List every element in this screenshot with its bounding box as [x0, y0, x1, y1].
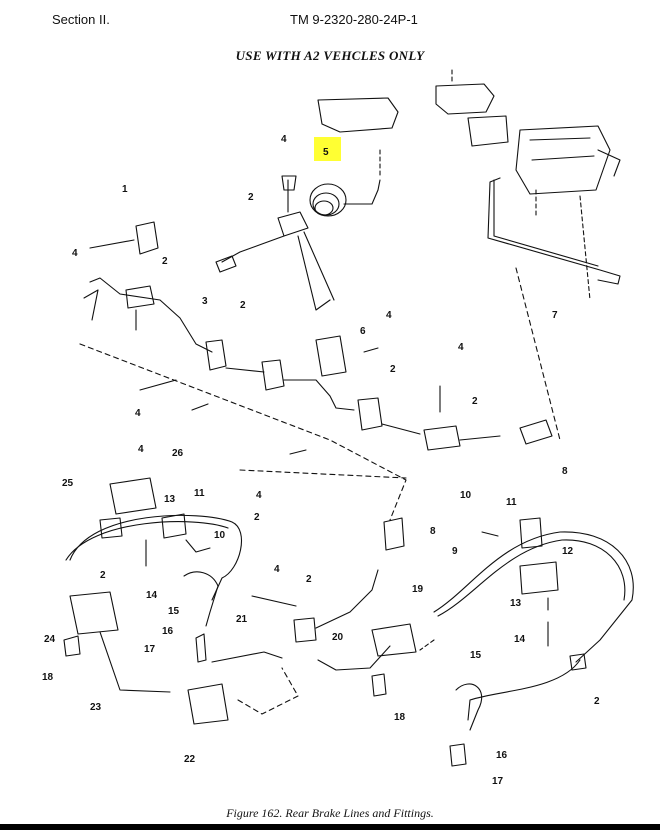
highlight-marker-item-5 — [314, 137, 341, 161]
callout-4: 4 — [386, 310, 392, 321]
callout-22: 22 — [184, 754, 196, 765]
callout-2: 2 — [594, 696, 600, 707]
callout-18: 18 — [42, 672, 54, 683]
callout-4: 4 — [138, 444, 144, 455]
bracket-sketch — [467, 115, 509, 147]
junction-block-sketch — [435, 83, 495, 115]
bracket-26 — [109, 477, 157, 515]
callout-26: 26 — [172, 448, 184, 459]
callout-15: 15 — [168, 606, 180, 617]
callout-2: 2 — [472, 396, 478, 407]
callout-4: 4 — [458, 342, 464, 353]
callout-8: 8 — [562, 466, 568, 477]
callout-15: 15 — [470, 650, 482, 661]
callout-12: 12 — [562, 546, 574, 557]
callout-10: 10 — [460, 490, 472, 501]
callout-4: 4 — [281, 134, 287, 145]
callout-2: 2 — [390, 364, 396, 375]
callout-20: 20 — [332, 632, 344, 643]
hose-fitting-8-upper — [519, 419, 553, 445]
usage-note: USE WITH A2 VEHCLES ONLY — [235, 48, 425, 63]
callout-5: 5 — [323, 147, 329, 158]
callout-6: 6 — [360, 326, 366, 337]
callout-2: 2 — [100, 570, 106, 581]
hose-fitting-8-lower — [383, 517, 405, 551]
callout-18: 18 — [394, 712, 406, 723]
bracket-12 — [519, 561, 559, 595]
callout-4: 4 — [256, 490, 262, 501]
callout-2: 2 — [306, 574, 312, 585]
callout-2: 2 — [240, 300, 246, 311]
brake-line-7 — [487, 177, 621, 285]
callout-4: 4 — [135, 408, 141, 419]
callout-13: 13 — [164, 494, 176, 505]
bracket-24 — [69, 591, 119, 635]
callout-17: 17 — [492, 776, 504, 787]
callout-4: 4 — [72, 248, 78, 259]
master-cylinder-sketch — [515, 125, 611, 195]
junction-22 — [187, 683, 229, 725]
callout-21: 21 — [236, 614, 248, 625]
bracket-19 — [371, 623, 417, 657]
callout-24: 24 — [44, 634, 56, 645]
callout-1: 1 — [122, 184, 128, 195]
callout-19: 19 — [412, 584, 424, 595]
callout-11: 11 — [194, 488, 205, 499]
callout-14: 14 — [514, 634, 526, 645]
brake-hose-coil-5 — [309, 183, 347, 217]
proportioning-valve-sketch — [317, 97, 399, 133]
callout-13: 13 — [510, 598, 522, 609]
callout-2: 2 — [248, 192, 254, 203]
callout-11: 11 — [506, 497, 517, 508]
callout-10: 10 — [214, 530, 226, 541]
callout-16: 16 — [162, 626, 174, 637]
callout-16: 16 — [496, 750, 508, 761]
callout-8: 8 — [430, 526, 436, 537]
callout-9: 9 — [452, 546, 458, 557]
callout-14: 14 — [146, 590, 158, 601]
tm-number: TM 9-2320-280-24P-1 — [290, 12, 418, 27]
figure-caption: Figure 162. Rear Brake Lines and Fitting… — [226, 806, 434, 820]
callout-17: 17 — [144, 644, 156, 655]
callout-25: 25 — [62, 478, 74, 489]
callout-4: 4 — [274, 564, 280, 575]
section-label: Section II. — [52, 12, 110, 27]
callout-23: 23 — [90, 702, 102, 713]
callout-2: 2 — [162, 256, 168, 267]
callout-7: 7 — [552, 310, 558, 321]
page-bottom-rule — [0, 824, 660, 830]
callout-2: 2 — [254, 512, 260, 523]
callout-3: 3 — [202, 296, 208, 307]
